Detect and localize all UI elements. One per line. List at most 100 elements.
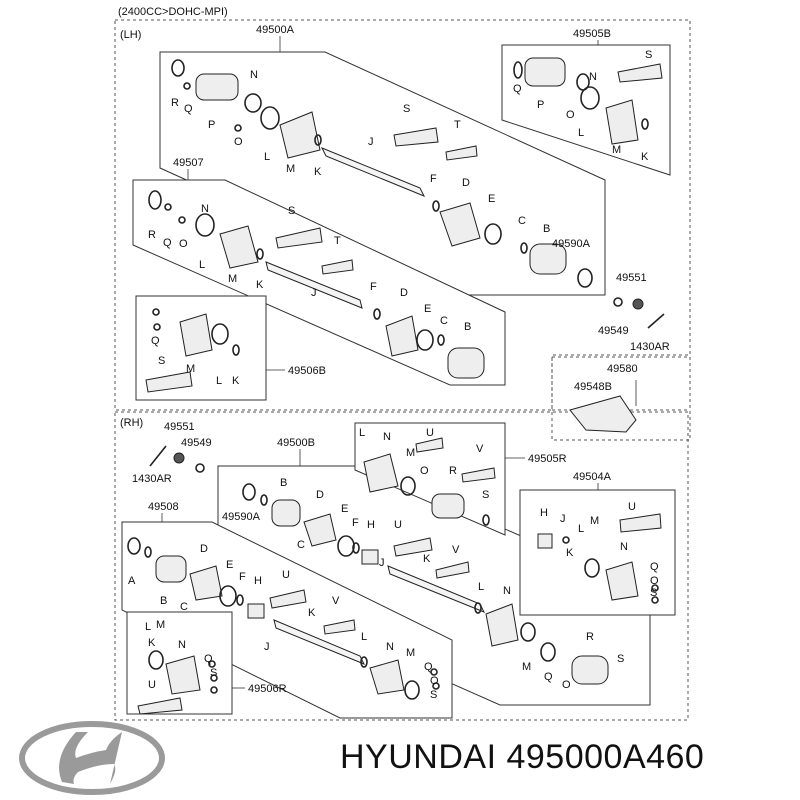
svg-text:C: C xyxy=(440,315,448,327)
svg-text:M: M xyxy=(228,273,237,285)
svg-text:O: O xyxy=(430,675,439,687)
boot-kit-49506b xyxy=(145,308,240,393)
svg-text:J: J xyxy=(368,136,374,148)
svg-text:L: L xyxy=(216,375,222,387)
svg-text:K: K xyxy=(256,279,264,291)
svg-text:49551: 49551 xyxy=(164,421,195,433)
svg-text:E: E xyxy=(226,559,233,571)
shaft-parts-49508 xyxy=(127,537,440,700)
svg-text:49506B: 49506B xyxy=(288,365,326,377)
svg-text:K: K xyxy=(641,151,649,163)
bracket-frame xyxy=(551,356,691,441)
svg-text:49580: 49580 xyxy=(607,363,638,375)
svg-text:Q: Q xyxy=(424,661,433,673)
shaft-parts-49507 xyxy=(148,190,485,379)
svg-text:L: L xyxy=(199,259,205,271)
svg-text:U: U xyxy=(426,427,434,439)
svg-text:L: L xyxy=(578,523,584,535)
svg-text:S: S xyxy=(650,587,657,599)
svg-text:D: D xyxy=(400,287,408,299)
svg-text:O: O xyxy=(420,465,429,477)
svg-text:K: K xyxy=(232,375,240,387)
svg-text:49505B: 49505B xyxy=(573,28,611,40)
svg-text:H: H xyxy=(254,575,262,587)
svg-text:M: M xyxy=(286,163,295,175)
svg-text:49590A: 49590A xyxy=(552,238,591,250)
svg-text:M: M xyxy=(406,447,415,459)
svg-text:F: F xyxy=(370,281,377,293)
rh-frame xyxy=(114,411,689,721)
svg-text:49549: 49549 xyxy=(181,437,212,449)
svg-text:B: B xyxy=(280,477,287,489)
svg-text:N: N xyxy=(503,585,511,597)
svg-text:49505R: 49505R xyxy=(528,453,567,465)
svg-text:Q: Q xyxy=(544,671,553,683)
svg-text:P: P xyxy=(208,119,215,131)
svg-text:E: E xyxy=(424,303,431,315)
svg-text:C: C xyxy=(297,539,305,551)
svg-text:P: P xyxy=(537,99,544,111)
svg-text:V: V xyxy=(452,544,460,556)
svg-text:M: M xyxy=(522,661,531,673)
engine-spec-label: (2400CC>DOHC-MPI) xyxy=(118,6,228,18)
svg-text:49500B: 49500B xyxy=(277,437,315,449)
svg-text:Q: Q xyxy=(204,653,213,665)
svg-text:U: U xyxy=(148,679,156,691)
svg-text:J: J xyxy=(311,287,317,299)
svg-text:E: E xyxy=(488,193,495,205)
svg-text:S: S xyxy=(645,49,652,61)
svg-text:Q: Q xyxy=(151,335,160,347)
svg-text:H: H xyxy=(367,519,375,531)
svg-text:49506R: 49506R xyxy=(248,683,287,695)
bracket-49548b xyxy=(569,395,637,433)
inner-joint-parts-lh xyxy=(513,57,663,145)
svg-text:O: O xyxy=(566,109,575,121)
svg-text:D: D xyxy=(462,177,470,189)
svg-text:J: J xyxy=(560,513,566,525)
svg-text:L: L xyxy=(359,427,365,439)
svg-text:S: S xyxy=(288,205,295,217)
svg-text:49504A: 49504A xyxy=(573,471,612,483)
svg-text:R: R xyxy=(449,465,457,477)
svg-text:B: B xyxy=(543,223,550,235)
svg-text:N: N xyxy=(620,541,628,553)
svg-text:O: O xyxy=(650,575,659,587)
svg-text:N: N xyxy=(386,641,394,653)
svg-text:M: M xyxy=(612,144,621,156)
svg-text:N: N xyxy=(383,431,391,443)
svg-text:Q: Q xyxy=(650,561,659,573)
svg-text:U: U xyxy=(628,501,636,513)
svg-text:S: S xyxy=(617,653,624,665)
svg-text:S: S xyxy=(430,689,437,701)
svg-text:U: U xyxy=(394,519,402,531)
svg-text:49548B: 49548B xyxy=(574,381,612,393)
svg-text:U: U xyxy=(282,569,290,581)
svg-text:T: T xyxy=(454,119,461,131)
assembly-box-49505r xyxy=(354,422,506,536)
svg-text:1430AR: 1430AR xyxy=(630,341,670,353)
svg-text:J: J xyxy=(264,641,270,653)
svg-text:L: L xyxy=(578,127,584,139)
svg-text:D: D xyxy=(316,489,324,501)
svg-text:O: O xyxy=(179,238,188,250)
svg-text:Q: Q xyxy=(513,83,522,95)
svg-text:F: F xyxy=(352,517,359,529)
lh-side-label: (LH) xyxy=(120,29,141,41)
svg-text:V: V xyxy=(332,595,340,607)
svg-text:F: F xyxy=(239,571,246,583)
inner-joint-kit-49505r xyxy=(363,437,496,526)
svg-text:C: C xyxy=(518,215,526,227)
part-number: 495000A460 xyxy=(506,738,705,776)
svg-text:C: C xyxy=(180,601,188,613)
svg-text:V: V xyxy=(476,443,484,455)
hyundai-logo xyxy=(19,721,165,795)
svg-text:K: K xyxy=(148,637,156,649)
svg-text:N: N xyxy=(201,203,209,215)
svg-text:R: R xyxy=(148,229,156,241)
svg-text:J: J xyxy=(379,557,385,569)
svg-text:B: B xyxy=(160,595,167,607)
svg-text:N: N xyxy=(178,639,186,651)
svg-text:O: O xyxy=(562,679,571,691)
svg-text:K: K xyxy=(314,166,322,178)
